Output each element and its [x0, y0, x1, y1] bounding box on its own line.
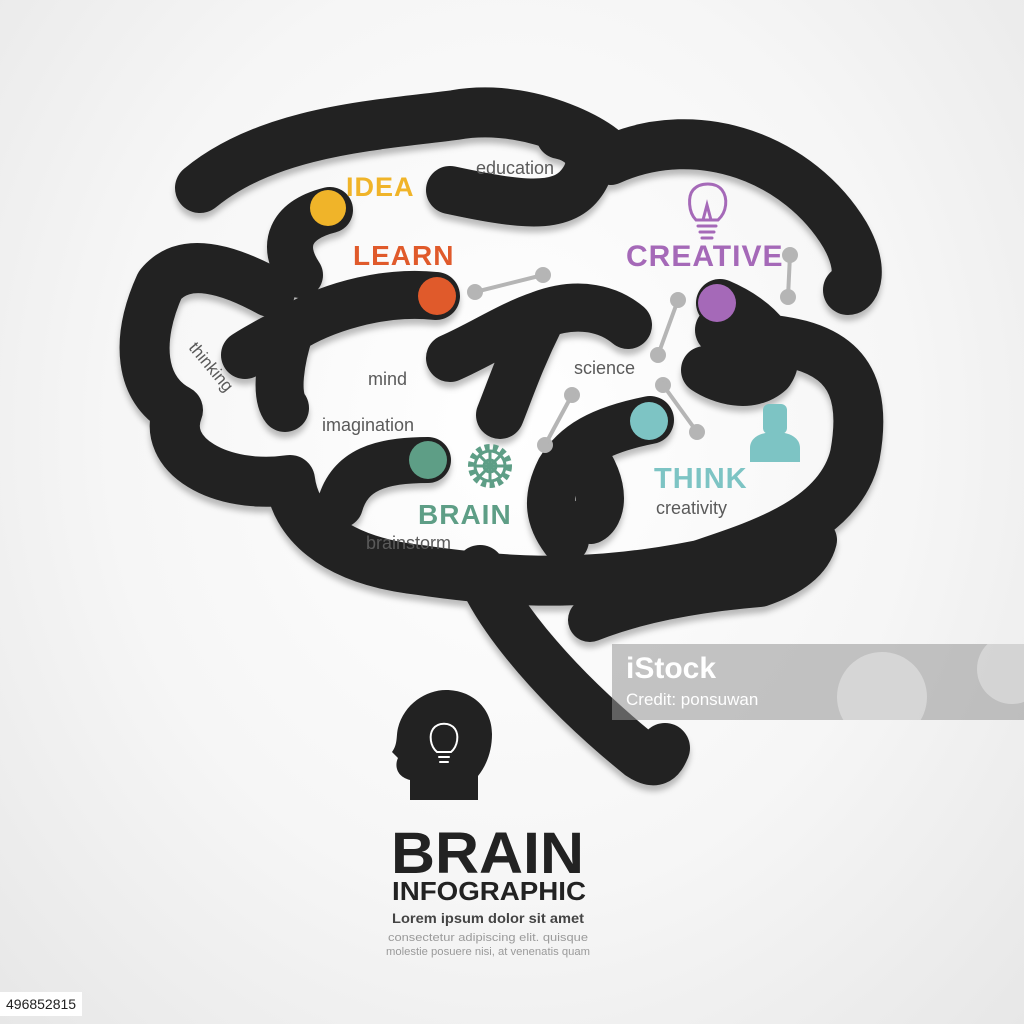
- connector-imagination: [543, 393, 574, 447]
- label-idea: IDEA: [346, 172, 415, 202]
- node-learn: [418, 277, 456, 315]
- watermark-circle: [837, 652, 927, 720]
- person-icon: [750, 404, 800, 462]
- connector-dot: [564, 387, 580, 403]
- node-creative: [698, 284, 736, 322]
- connector-dot: [655, 377, 671, 393]
- head-bulb-icon: [392, 690, 492, 800]
- title-brain: BRAIN: [391, 821, 584, 886]
- label-learn: LEARN: [353, 240, 454, 271]
- body-line-2: molestie posuere nisi, at venenatis quam: [386, 946, 590, 958]
- tagline: Lorem ipsum dolor sit amet: [392, 910, 584, 926]
- brain-path-middle-wave: [426, 283, 652, 439]
- brain-path-learn-branch: [221, 270, 460, 432]
- label-think: THINK: [654, 463, 748, 495]
- brain-path-outer: [119, 243, 884, 606]
- watermark-circle: [977, 644, 1024, 704]
- connector-think: [661, 383, 699, 434]
- brain-path-stem: [455, 545, 690, 786]
- label-brain: BRAIN: [418, 499, 512, 530]
- connector-dot: [535, 267, 551, 283]
- connector-dot: [689, 424, 705, 440]
- title-infographic: INFOGRAPHIC: [392, 876, 586, 906]
- stock-id: 496852815: [0, 992, 83, 1016]
- connector-dot: [537, 437, 553, 453]
- label-education: education: [476, 158, 554, 178]
- connector-dot: [780, 289, 796, 305]
- label-mind: mind: [368, 369, 407, 389]
- label-creative: CREATIVE: [626, 240, 783, 273]
- watermark-logo: iStock: [626, 652, 717, 685]
- brain-path-creative-branch: [681, 279, 799, 406]
- connector-learn: [473, 273, 545, 294]
- brain-path-bottom-inner: [568, 518, 837, 642]
- body-line-1: consectetur adipiscing elit. quisque: [388, 932, 588, 944]
- connector-science: [656, 298, 680, 357]
- nodes: [310, 190, 736, 479]
- node-idea: [310, 190, 346, 226]
- connector-dot: [782, 247, 798, 263]
- lightbulb-icon: [688, 182, 728, 240]
- watermark-credit: Credit: ponsuwan: [626, 690, 759, 709]
- label-imagination: imagination: [322, 415, 414, 435]
- node-brain: [409, 441, 447, 479]
- connector-dot: [467, 284, 483, 300]
- label-brainstorm: brainstorm: [366, 533, 451, 553]
- connectors: [467, 247, 798, 453]
- brain-path-upper-loop: [426, 111, 614, 227]
- connector-dot: [650, 347, 666, 363]
- node-think: [630, 402, 668, 440]
- watermark: iStock Credit: ponsuwan: [612, 644, 1024, 720]
- connector-dot: [670, 292, 686, 308]
- brain-path-think-branch: [526, 396, 674, 564]
- label-creativity: creativity: [656, 498, 727, 518]
- gear-icon: [468, 444, 512, 488]
- label-science: science: [574, 358, 635, 378]
